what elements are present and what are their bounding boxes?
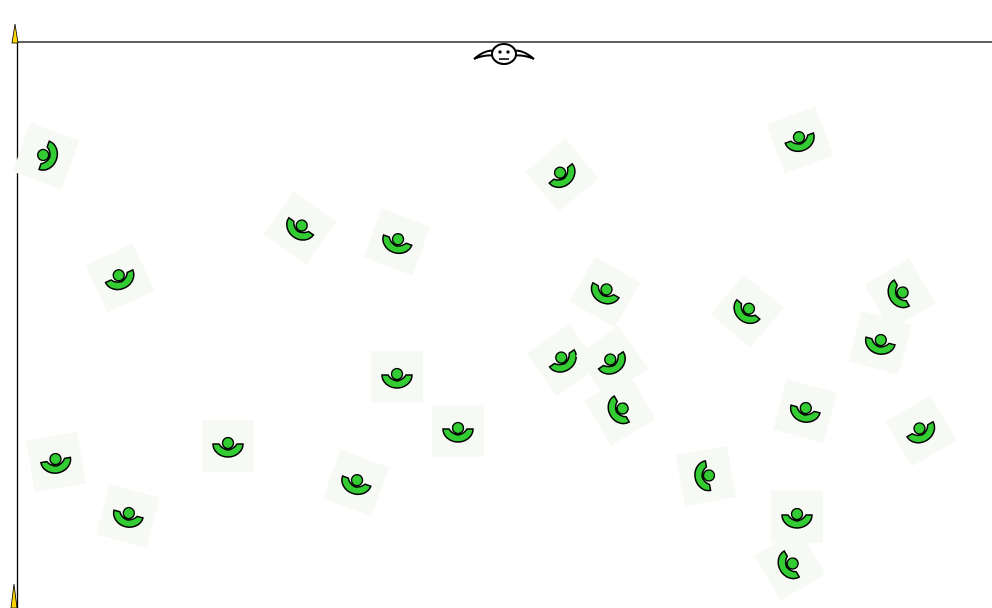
green-creature-icon[interactable] [584,374,655,445]
green-creature-icon[interactable] [710,274,783,347]
green-creature-icon[interactable] [525,138,598,211]
green-creature-icon[interactable] [96,484,160,548]
green-creature-icon[interactable] [569,256,640,327]
green-creature-icon[interactable] [13,123,80,190]
green-creature-icon[interactable] [202,420,254,472]
green-creature-icon[interactable] [885,395,956,466]
green-creature-icon[interactable] [676,446,736,506]
player-ship-icon[interactable] [474,44,534,64]
green-creature-icon[interactable] [432,405,484,457]
corner-marker-top-icon [12,24,18,43]
corner-marker-bottom-icon [11,584,17,608]
green-creature-icon[interactable] [371,351,423,403]
green-creature-icon[interactable] [323,450,390,517]
green-creature-icon[interactable] [364,209,431,276]
creature-group [13,107,957,601]
green-creature-icon[interactable] [26,432,86,492]
green-creature-icon[interactable] [773,379,837,443]
green-creature-icon[interactable] [85,243,154,312]
green-creature-icon[interactable] [767,107,834,174]
green-creature-icon[interactable] [264,192,336,264]
